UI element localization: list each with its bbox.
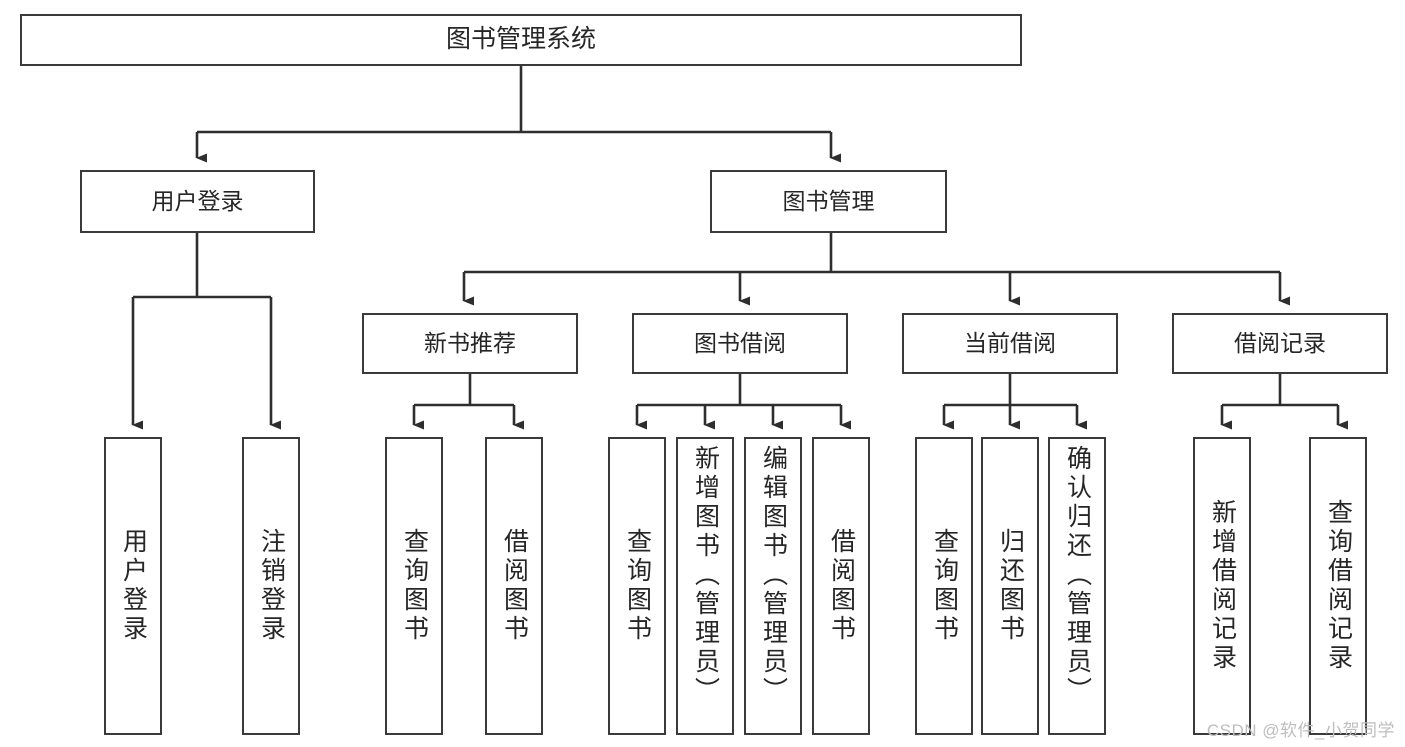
node-label: 新增借阅记录 bbox=[1208, 499, 1237, 673]
leaf-add-book-admin[interactable]: 新增图书（管理员） bbox=[676, 437, 734, 735]
node-label: 图书借阅 bbox=[694, 329, 786, 356]
leaf-add-borrow-record[interactable]: 新增借阅记录 bbox=[1193, 437, 1251, 735]
node-label: 借阅记录 bbox=[1234, 329, 1326, 356]
node-label: 借阅图书 bbox=[827, 528, 856, 644]
node-label: 归还图书 bbox=[996, 528, 1025, 644]
node-book-management-group[interactable]: 图书管理 bbox=[710, 170, 947, 233]
node-label: 注销登录 bbox=[257, 528, 286, 644]
leaf-query-book-recommend[interactable]: 查询图书 bbox=[385, 437, 443, 735]
node-label: 查询借阅记录 bbox=[1324, 499, 1353, 673]
node-label: 确认归还（管理员） bbox=[1063, 445, 1092, 706]
leaf-logout[interactable]: 注销登录 bbox=[242, 437, 300, 735]
node-label: 当前借阅 bbox=[964, 329, 1056, 356]
node-label: 图书管理系统 bbox=[445, 25, 596, 54]
node-book-borrow[interactable]: 图书借阅 bbox=[632, 313, 848, 374]
watermark: CSDN @软件_小贺同学 bbox=[1206, 721, 1395, 740]
leaf-edit-book-admin[interactable]: 编辑图书（管理员） bbox=[744, 437, 802, 735]
node-label: 查询图书 bbox=[930, 528, 959, 644]
node-label: 查询图书 bbox=[400, 528, 429, 644]
node-new-book-recommend[interactable]: 新书推荐 bbox=[362, 313, 578, 374]
node-current-borrow[interactable]: 当前借阅 bbox=[902, 313, 1118, 374]
leaf-query-book-current[interactable]: 查询图书 bbox=[915, 437, 973, 735]
leaf-return-book[interactable]: 归还图书 bbox=[981, 437, 1039, 735]
leaf-borrow-book[interactable]: 借阅图书 bbox=[812, 437, 870, 735]
leaf-user-login[interactable]: 用户登录 bbox=[104, 437, 162, 735]
leaf-borrow-book-recommend[interactable]: 借阅图书 bbox=[485, 437, 543, 735]
node-label: 借阅图书 bbox=[500, 528, 529, 644]
node-label: 用户登录 bbox=[119, 528, 148, 644]
node-root-system[interactable]: 图书管理系统 bbox=[20, 14, 1022, 66]
node-label: 用户登录 bbox=[151, 187, 244, 214]
node-user-login-group[interactable]: 用户登录 bbox=[80, 170, 315, 233]
leaf-confirm-return-admin[interactable]: 确认归还（管理员） bbox=[1048, 437, 1106, 735]
node-label: 查询图书 bbox=[623, 528, 652, 644]
node-label: 新增图书（管理员） bbox=[691, 445, 720, 706]
leaf-query-book-borrow[interactable]: 查询图书 bbox=[608, 437, 666, 735]
node-borrow-records[interactable]: 借阅记录 bbox=[1172, 313, 1388, 374]
node-label: 图书管理 bbox=[782, 187, 875, 214]
leaf-query-borrow-record[interactable]: 查询借阅记录 bbox=[1309, 437, 1367, 735]
node-label: 编辑图书（管理员） bbox=[759, 445, 788, 706]
node-label: 新书推荐 bbox=[424, 329, 516, 356]
